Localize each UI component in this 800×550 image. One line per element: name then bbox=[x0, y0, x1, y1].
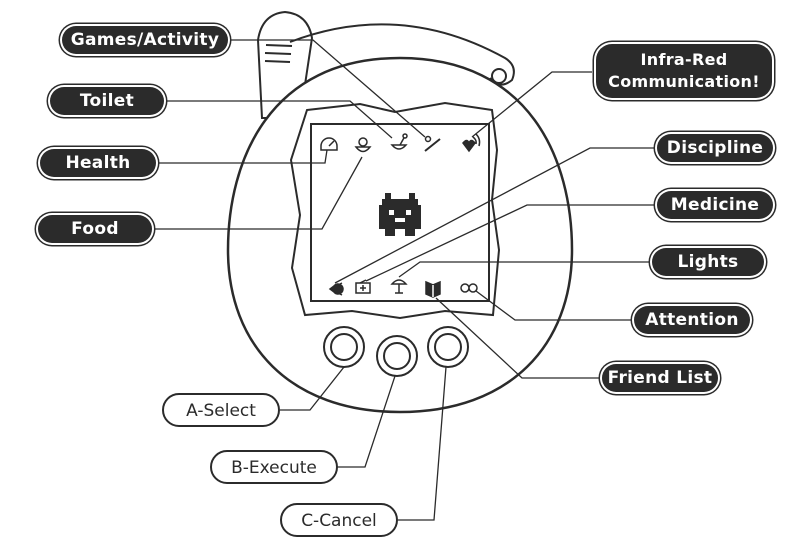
infra-red-leader bbox=[471, 71, 592, 138]
games-activity-icon bbox=[424, 135, 441, 152]
friend-list-icon bbox=[425, 280, 441, 298]
health-leader bbox=[158, 149, 328, 164]
b-execute-leader bbox=[337, 375, 396, 468]
friend-list-leader bbox=[435, 297, 600, 379]
attention-label: Attention bbox=[634, 306, 750, 334]
toilet-label: Toilet bbox=[50, 87, 164, 115]
lights-leader bbox=[398, 261, 650, 278]
lights-icon bbox=[390, 279, 408, 294]
discipline-label: Discipline bbox=[657, 134, 773, 162]
a-select-leader bbox=[280, 366, 345, 411]
discipline-icon bbox=[328, 282, 344, 296]
c-button[interactable] bbox=[427, 326, 469, 368]
attention-leader bbox=[475, 290, 632, 321]
games-activity-label: Games/Activity bbox=[62, 26, 228, 54]
toilet-leader bbox=[166, 100, 393, 139]
strap-loop bbox=[289, 23, 515, 86]
lights-label: Lights bbox=[652, 248, 764, 276]
medicine-icon bbox=[355, 279, 371, 294]
medicine-leader bbox=[365, 204, 655, 282]
c-cancel-leader bbox=[398, 366, 447, 521]
infra-red-label-line1: Infra-Red bbox=[640, 50, 728, 69]
attention-icon bbox=[460, 283, 478, 293]
health-label: Health bbox=[40, 149, 156, 177]
leader-lines bbox=[155, 39, 655, 521]
pet-sprite bbox=[379, 193, 421, 236]
medicine-label: Medicine bbox=[657, 191, 773, 219]
infra-red-label-line2: Communication! bbox=[608, 72, 760, 91]
food-label: Food bbox=[38, 215, 152, 243]
screen-frame bbox=[289, 101, 501, 320]
discipline-leader bbox=[334, 147, 655, 284]
food-leader bbox=[155, 156, 363, 230]
b-execute-label: B-Execute bbox=[210, 450, 338, 484]
infra-red-label: Infra-Red Communication! bbox=[596, 44, 772, 98]
toilet-icon bbox=[390, 133, 408, 150]
food-icon bbox=[354, 137, 372, 153]
health-meter-icon bbox=[320, 137, 338, 151]
games-activity-leader bbox=[230, 39, 426, 138]
b-button[interactable] bbox=[376, 335, 418, 377]
a-button[interactable] bbox=[323, 326, 365, 368]
c-cancel-label: C-Cancel bbox=[280, 503, 398, 537]
friend-list-label: Friend List bbox=[602, 364, 718, 392]
infra-red-icon bbox=[462, 133, 481, 153]
a-select-label: A-Select bbox=[162, 393, 280, 427]
